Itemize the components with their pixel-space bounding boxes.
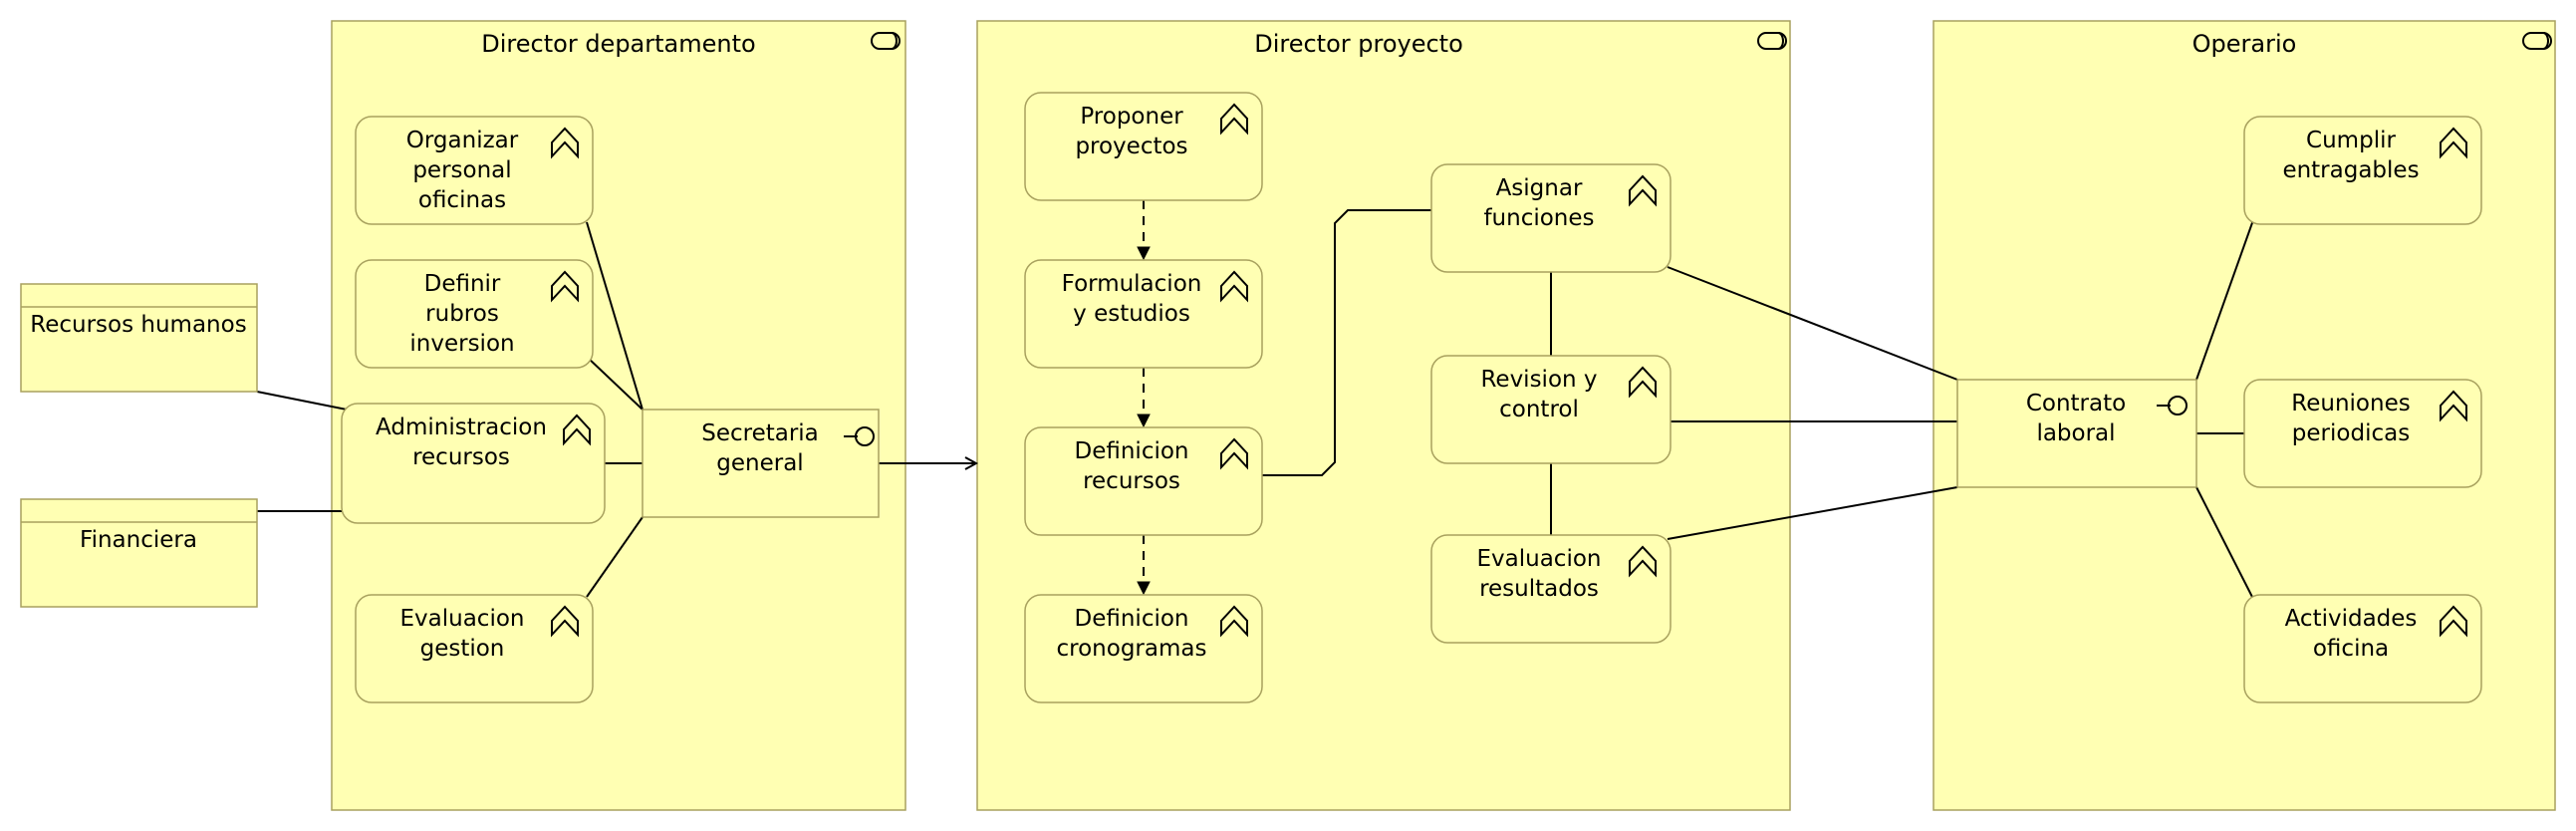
- function-asignar[interactable]: Asignar funciones: [1430, 163, 1672, 273]
- function-label-line: recursos: [412, 444, 510, 470]
- function-label-line: Revision y: [1480, 367, 1597, 393]
- function-label-line: Organizar: [406, 128, 519, 153]
- function-label-line: inversion: [409, 331, 514, 357]
- function-label-line: Evaluacion: [400, 606, 525, 632]
- interface-label-line: Secretaria: [701, 420, 819, 446]
- edge-contrato-cumplir: [2195, 216, 2255, 381]
- interface-lollipop-icon: [2157, 396, 2188, 416]
- function-chevron-icon: [1629, 366, 1657, 399]
- function-chevron-icon: [551, 270, 579, 303]
- function-reuniones[interactable]: Reuniones periodicas: [2243, 379, 2482, 488]
- function-chevron-icon: [1629, 545, 1657, 578]
- edge-asignar-contrato: [1667, 266, 1958, 381]
- edge-rrhh-administracion: [256, 391, 348, 411]
- actor-recursos-humanos[interactable]: Recursos humanos: [20, 283, 258, 393]
- function-label-line: recursos: [1083, 468, 1180, 494]
- function-evaluacion-gestion[interactable]: Evaluacion gestion: [355, 594, 594, 703]
- function-definir-rubros[interactable]: Definir rubros inversion: [355, 259, 594, 369]
- function-chevron-icon: [1629, 174, 1657, 207]
- function-definicion-cronogramas[interactable]: Definicion cronogramas: [1024, 594, 1263, 703]
- edge-definicion-asignar: [1262, 209, 1431, 476]
- function-label-line: entragables: [2282, 157, 2419, 183]
- actor-label: Financiera: [80, 527, 197, 553]
- function-proponer[interactable]: Proponer proyectos: [1024, 92, 1263, 201]
- function-chevron-icon: [2440, 390, 2467, 422]
- function-label-line: y estudios: [1073, 301, 1190, 327]
- function-label-line: oficina: [2313, 636, 2389, 662]
- function-chevron-icon: [1220, 605, 1248, 638]
- interface-secretaria-general[interactable]: Secretaria general: [642, 409, 880, 518]
- function-definicion-recursos[interactable]: Definicion recursos: [1024, 426, 1263, 536]
- function-label-line: gestion: [420, 636, 505, 662]
- function-chevron-icon: [2440, 127, 2467, 159]
- function-cumplir[interactable]: Cumplir entragables: [2243, 116, 2482, 225]
- function-organizar[interactable]: Organizar personal oficinas: [355, 116, 594, 225]
- function-label-line: personal: [412, 157, 511, 183]
- edge-contrato-actividades: [2195, 486, 2255, 602]
- function-administracion[interactable]: Administracion recursos: [341, 403, 606, 524]
- function-chevron-icon: [1220, 103, 1248, 136]
- function-label-line: Definicion: [1075, 606, 1189, 632]
- function-label-line: Definicion: [1075, 438, 1189, 464]
- function-actividades[interactable]: Actividades oficina: [2243, 594, 2482, 703]
- role-title: Director proyecto: [1254, 30, 1463, 58]
- function-chevron-icon: [551, 127, 579, 159]
- function-label-line: resultados: [1479, 576, 1599, 602]
- interface-contrato-laboral[interactable]: Contrato laboral: [1956, 379, 2197, 488]
- function-label-line: Actividades: [2285, 606, 2418, 632]
- function-chevron-icon: [1220, 437, 1248, 470]
- interface-label-line: general: [716, 450, 803, 476]
- function-label-line: oficinas: [418, 187, 506, 213]
- function-label-line: control: [1499, 397, 1579, 422]
- function-label-line: Reuniones: [2291, 391, 2410, 416]
- edge-evaluacion-contrato: [1667, 486, 1958, 540]
- function-label-line: rubros: [425, 301, 499, 327]
- function-label-line: proyectos: [1075, 134, 1187, 159]
- function-formulacion[interactable]: Formulacion y estudios: [1024, 259, 1263, 369]
- function-label-line: Evaluacion: [1477, 546, 1602, 572]
- interface-lollipop-icon: [844, 426, 875, 446]
- role-cylinder-icon: [1757, 32, 1787, 50]
- connectors: [256, 200, 2255, 602]
- role-cylinder-icon: [2522, 32, 2552, 50]
- actor-financiera[interactable]: Financiera: [20, 498, 258, 608]
- edge-evaluacion-secretaria: [586, 516, 644, 598]
- role-cylinder-icon: [871, 32, 901, 50]
- function-revision[interactable]: Revision y control: [1430, 355, 1672, 464]
- edge-organizar-secretaria: [586, 221, 644, 411]
- interface-label-line: laboral: [2036, 420, 2115, 446]
- function-chevron-icon: [2440, 605, 2467, 638]
- function-chevron-icon: [563, 414, 591, 446]
- function-label-line: Formulacion: [1062, 271, 1202, 297]
- function-label-line: cronogramas: [1057, 636, 1207, 662]
- function-label-line: funciones: [1483, 205, 1594, 231]
- actor-label: Recursos humanos: [30, 312, 246, 338]
- function-chevron-icon: [551, 605, 579, 638]
- function-chevron-icon: [1220, 270, 1248, 303]
- edge-definir-secretaria: [586, 356, 644, 411]
- role-title: Operario: [2192, 30, 2297, 58]
- function-label-line: Proponer: [1080, 104, 1183, 130]
- function-evaluacion-resultados[interactable]: Evaluacion resultados: [1430, 534, 1672, 644]
- interface-label-line: Contrato: [2026, 391, 2126, 416]
- role-title: Director departamento: [481, 30, 755, 58]
- function-label-line: Administracion: [376, 415, 547, 440]
- function-label-line: Definir: [424, 271, 501, 297]
- function-label-line: Cumplir: [2306, 128, 2396, 153]
- function-label-line: Asignar: [1496, 175, 1583, 201]
- function-label-line: periodicas: [2292, 420, 2410, 446]
